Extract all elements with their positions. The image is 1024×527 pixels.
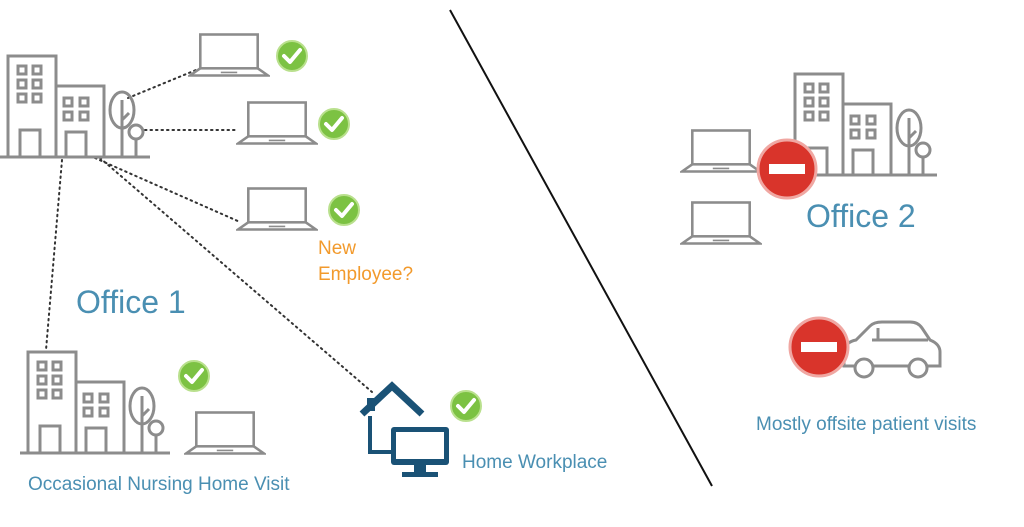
office-building-icon <box>0 54 150 159</box>
laptop-icon <box>680 129 762 173</box>
home-icon <box>359 381 425 454</box>
new-employee-line1: New <box>318 238 357 259</box>
laptop-icon <box>236 101 318 145</box>
car-icon <box>842 320 942 379</box>
check-badge-icon <box>318 108 350 140</box>
no-entry-icon <box>756 138 818 200</box>
no-entry-icon <box>788 316 850 378</box>
check-badge-icon <box>450 390 482 422</box>
office-building-icon <box>20 350 170 455</box>
office2-label: Office 2 <box>806 198 916 234</box>
check-badge-icon <box>328 194 360 226</box>
laptop-icon <box>184 411 266 455</box>
monitor-icon <box>391 427 449 477</box>
check-badge-icon <box>276 40 308 72</box>
connection-lines <box>45 69 373 393</box>
home-workplace-caption: Home Workplace <box>462 452 608 473</box>
divider-line <box>449 9 713 487</box>
office1-label: Office 1 <box>76 284 186 320</box>
laptop-icon <box>236 187 318 231</box>
check-badge-icon <box>178 360 210 392</box>
offsite-visits-caption: Mostly offsite patient visits <box>756 414 977 435</box>
nursing-home-caption: Occasional Nursing Home Visit <box>28 474 290 495</box>
laptop-icon <box>188 33 270 77</box>
new-employee-label: New Employee? <box>318 236 413 288</box>
laptop-icon <box>680 201 762 245</box>
new-employee-line2: Employee? <box>318 264 414 285</box>
